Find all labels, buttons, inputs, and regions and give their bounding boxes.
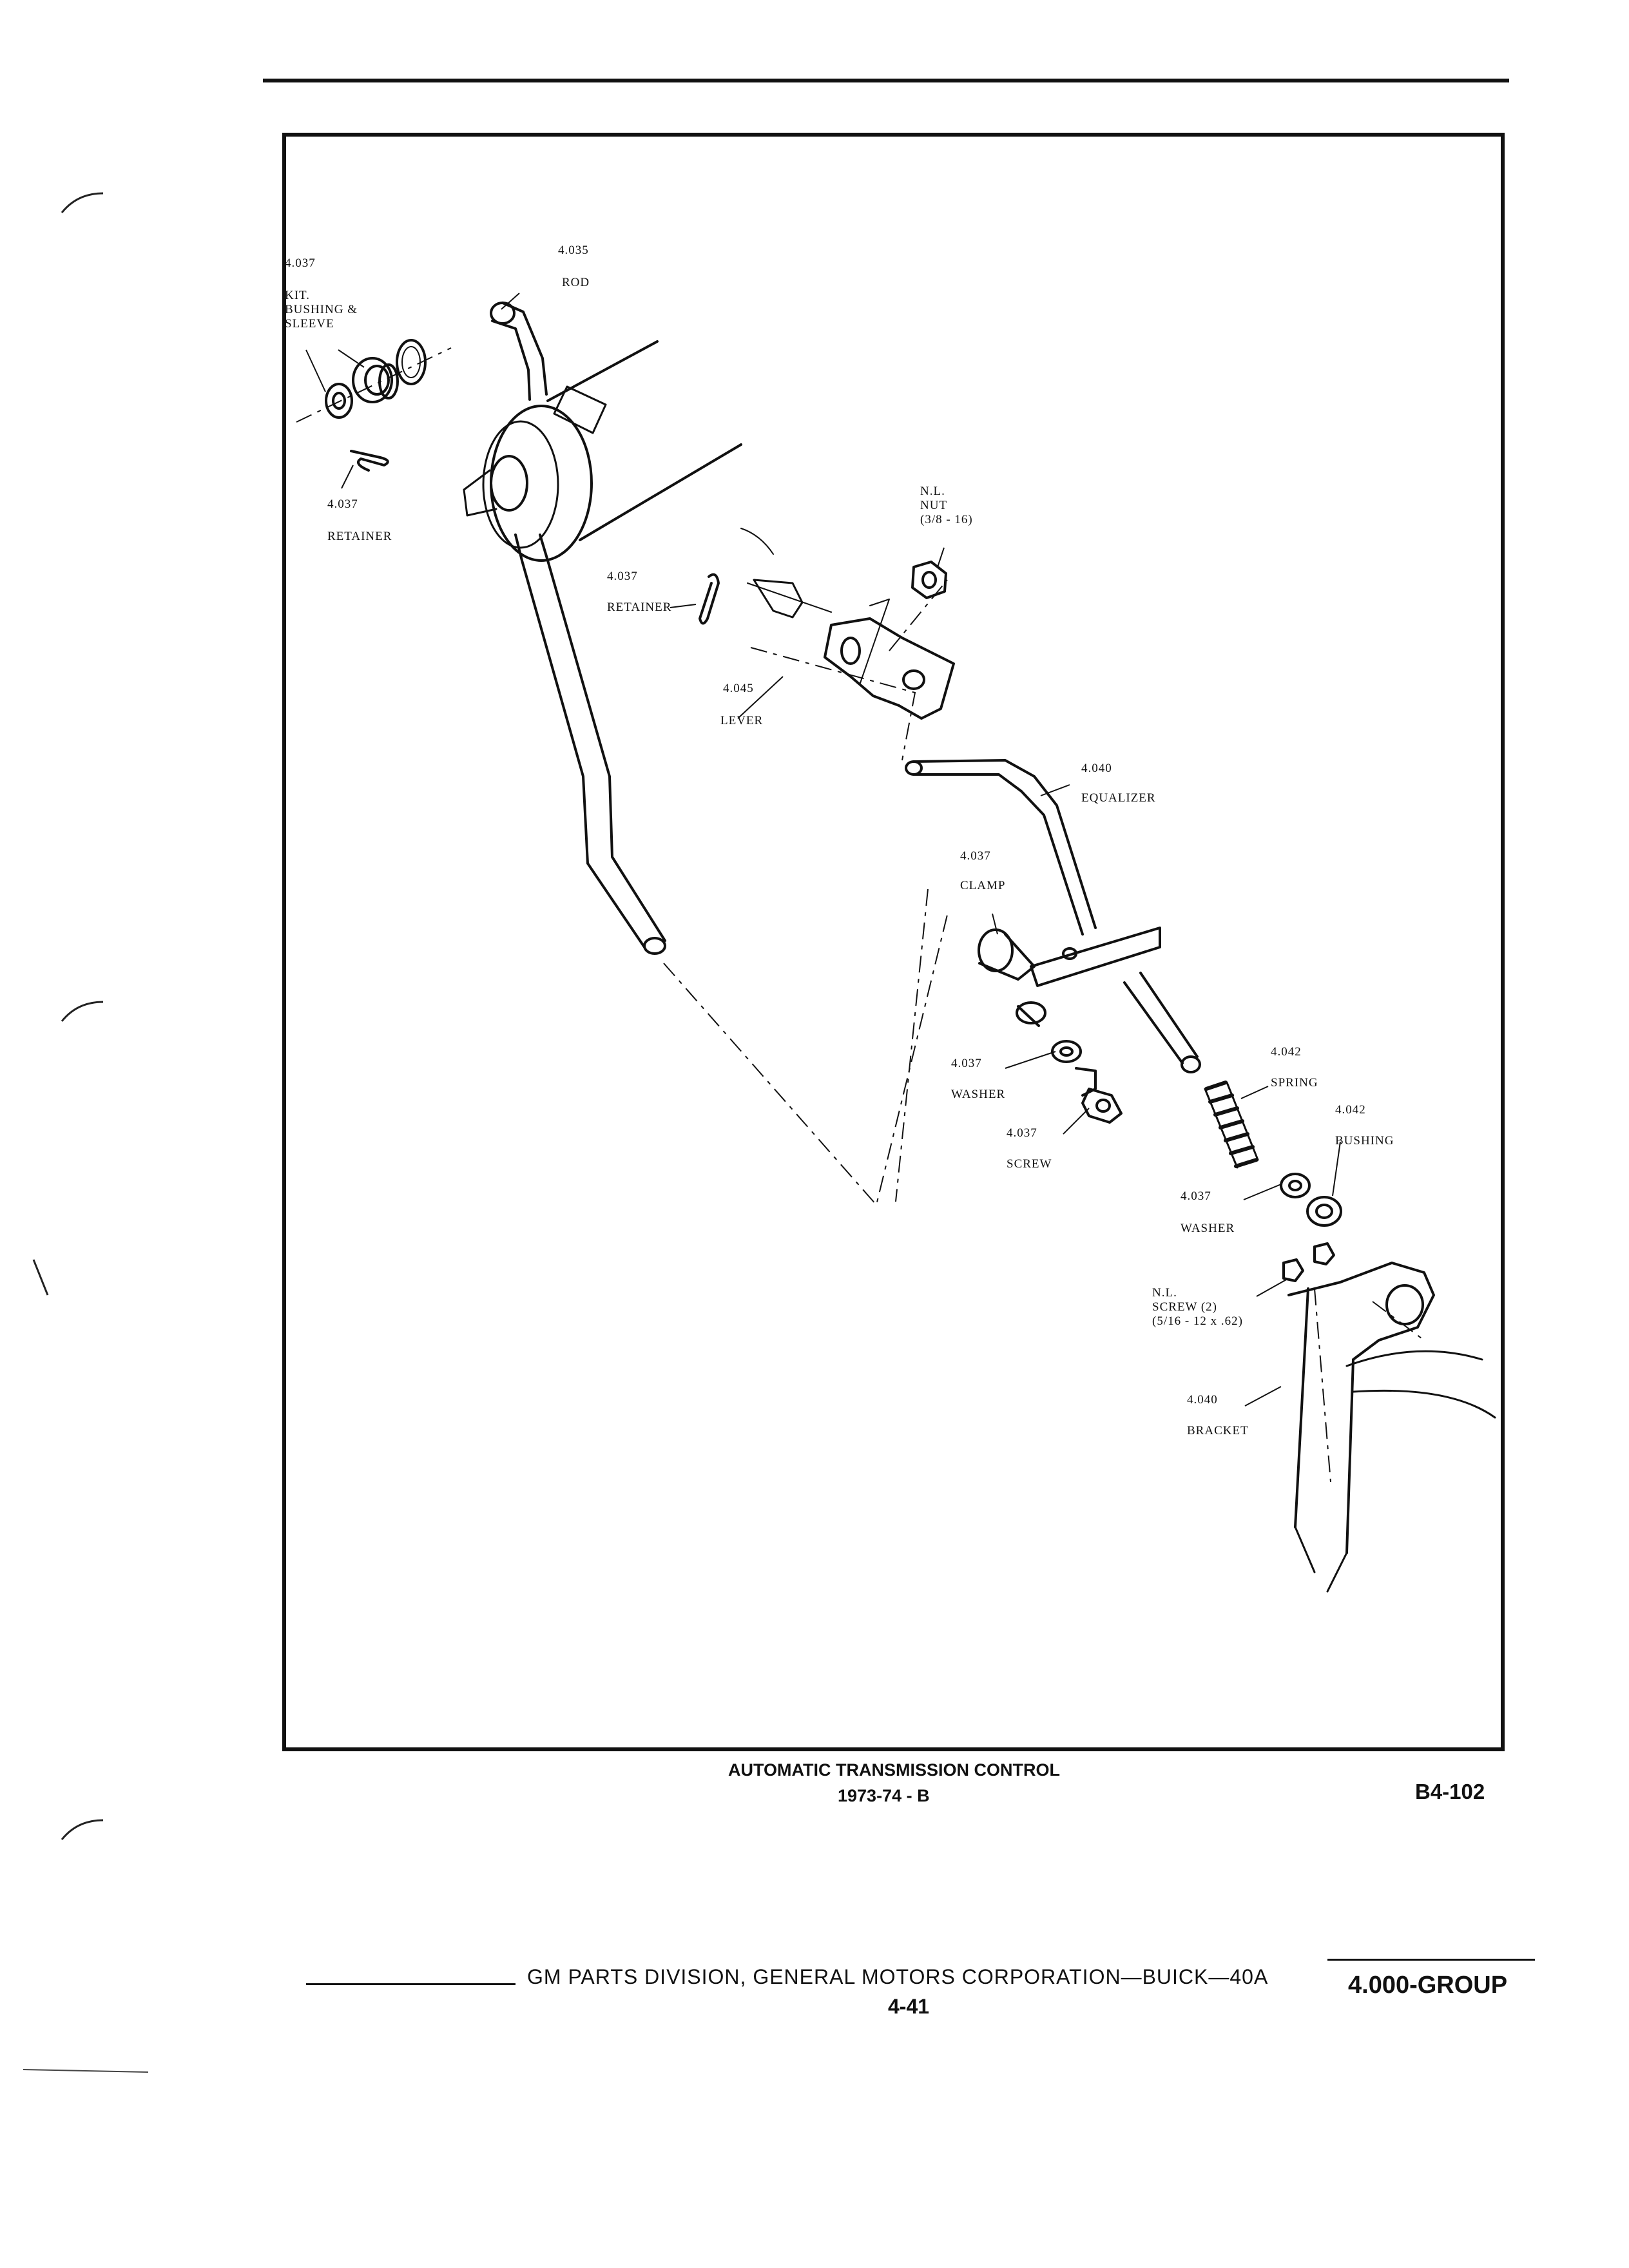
lever: [740, 528, 955, 720]
kit-part-number: 4.037: [285, 256, 316, 270]
retainer2-part-name: RETAINER: [607, 601, 672, 614]
clamp-part-number: 4.037: [960, 849, 991, 863]
binder-hole-marks: [23, 192, 149, 2073]
spring-part-number: 4.042: [1271, 1045, 1302, 1059]
clamp-part-name: CLAMP: [960, 879, 1006, 892]
figure-title: AUTOMATIC TRANSMISSION CONTROL: [728, 1760, 1060, 1780]
top-rule: [263, 79, 1509, 82]
kit-part-name: KIT. BUSHING & SLEEVE: [285, 289, 358, 331]
main-rod: [514, 533, 666, 948]
bracket-part-number: 4.040: [1187, 1393, 1218, 1407]
equalizer-part-number: 4.040: [1081, 762, 1112, 775]
footer-publisher: GM PARTS DIVISION, GENERAL MOTORS CORPOR…: [527, 1965, 1269, 1988]
bushing-part-number: 4.042: [1335, 1103, 1366, 1117]
footer-rule-right: [1327, 1959, 1535, 1961]
group-label: 4.000-GROUP: [1348, 1972, 1508, 1999]
spring: [1204, 1081, 1259, 1169]
retainer-clip-1: [350, 450, 389, 472]
bushing-sleeve-kit: [325, 339, 427, 419]
washer-screw: [1051, 1040, 1123, 1124]
lever-part-number: 4.045: [723, 682, 754, 695]
nl-screws: [1282, 1242, 1335, 1282]
nut: [911, 561, 947, 599]
bracket-part-name: BRACKET: [1187, 1424, 1249, 1437]
nut-part-name: N.L. NUT (3/8 - 16): [920, 485, 973, 526]
nl-screw-part-name: N.L. SCREW (2) (5/16 - 12 x .62): [1152, 1286, 1244, 1328]
equalizer-part-name: EQUALIZER: [1081, 791, 1156, 805]
steering-column: [463, 340, 742, 562]
spring-part-name: SPRING: [1271, 1076, 1318, 1090]
bushing-part-name: BUSHING: [1335, 1134, 1394, 1148]
footer-rule-left: [306, 1983, 516, 1985]
clamp: [978, 928, 1046, 1027]
rod-part-name: ROD: [562, 276, 590, 289]
illustration-frame: [282, 133, 1505, 1751]
lever-part-name: LEVER: [720, 714, 764, 727]
rod-part-number: 4.035: [558, 244, 589, 257]
retainer-clip-2: [699, 573, 720, 625]
washer2-part-number: 4.037: [1181, 1189, 1211, 1203]
washer-bushing: [1280, 1173, 1342, 1227]
retainer2-part-number: 4.037: [607, 570, 638, 583]
rod-end: [643, 937, 666, 955]
retainer-part-number: 4.037: [327, 497, 358, 511]
figure-years: 1973-74 - B: [838, 1786, 930, 1805]
washer-part-name: WASHER: [951, 1088, 1006, 1101]
bracket: [1287, 1262, 1496, 1593]
equalizer: [905, 759, 1201, 1073]
rod-upper: [490, 302, 548, 401]
page-number: 4-41: [888, 1995, 930, 2018]
washer2-part-name: WASHER: [1181, 1222, 1235, 1235]
retainer-part-name: RETAINER: [327, 530, 392, 543]
washer-part-number: 4.037: [951, 1057, 982, 1070]
screw-part-number: 4.037: [1007, 1126, 1037, 1140]
figure-code: B4-102: [1415, 1780, 1485, 1803]
screw-part-name: SCREW: [1007, 1157, 1052, 1171]
